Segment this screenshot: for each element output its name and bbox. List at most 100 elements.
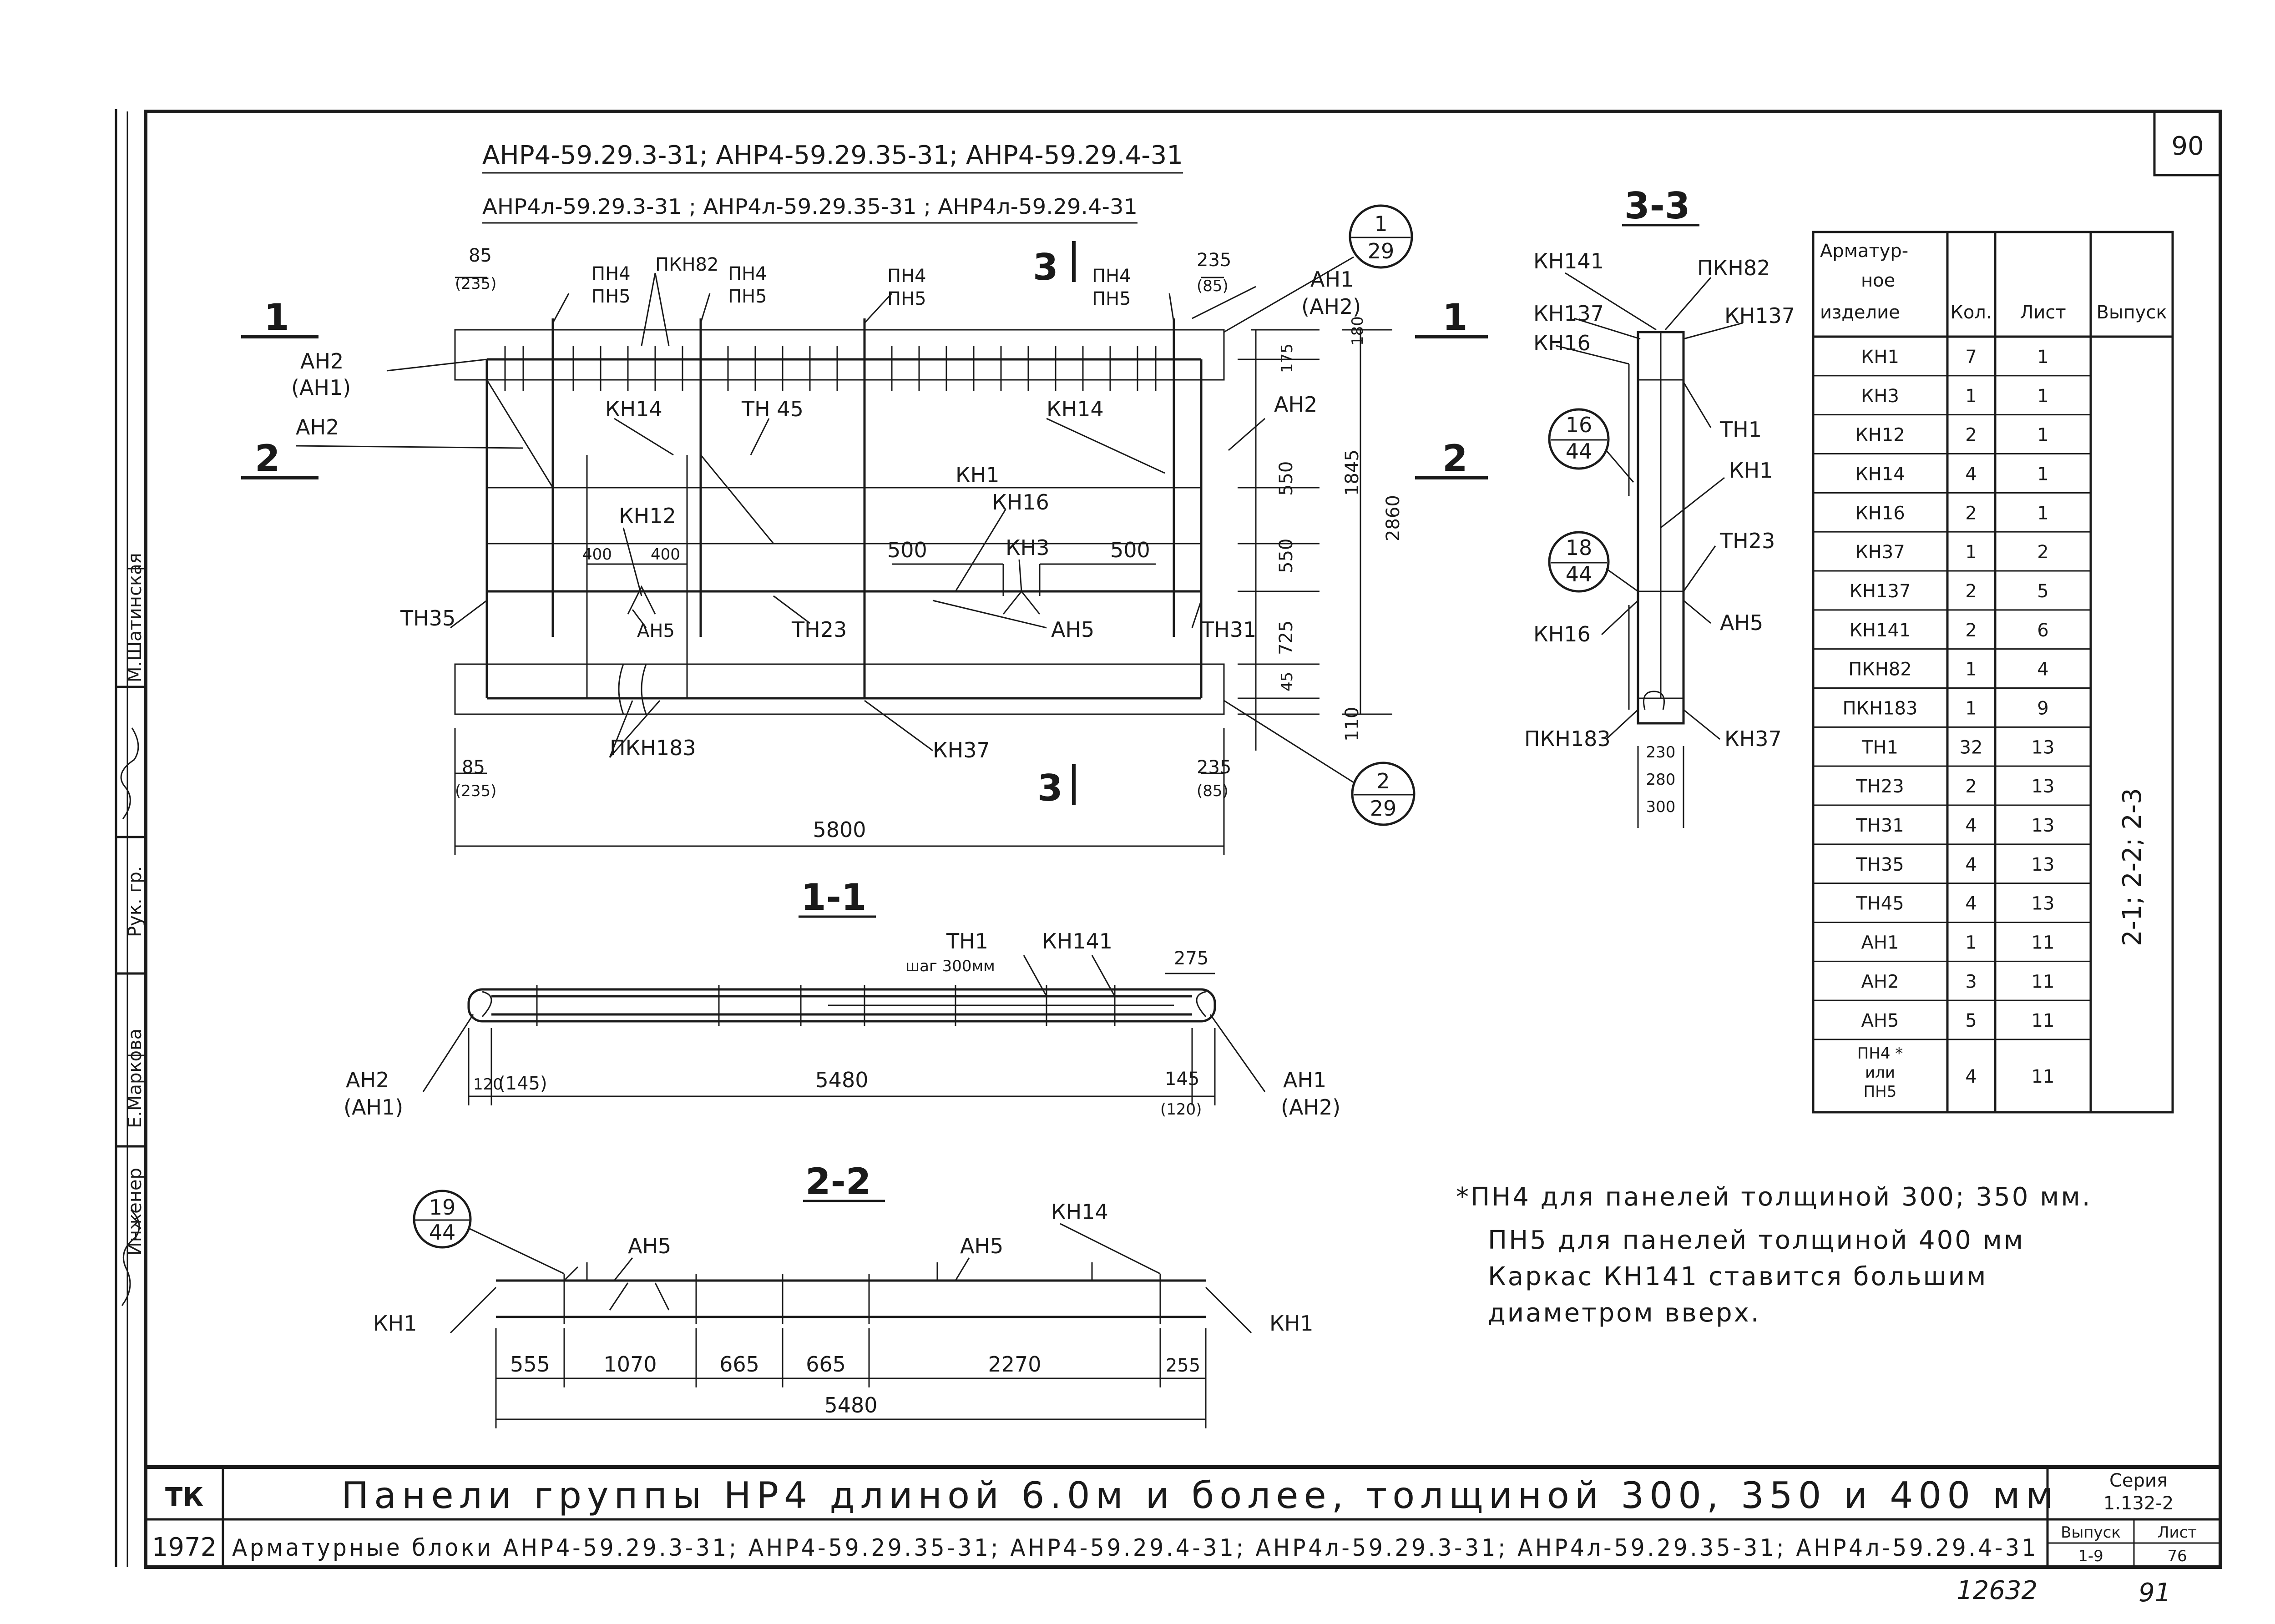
- s33-ref2-den: 44: [1566, 562, 1592, 586]
- issue-label: Выпуск: [2061, 1523, 2121, 1542]
- label-pn5-3: ПН5: [887, 288, 926, 309]
- s33-w230: 230: [1646, 743, 1676, 762]
- spec-cell-qty: 2: [1965, 776, 1977, 797]
- section-1-1-title: 1-1: [801, 876, 867, 918]
- dim-85-alt-top: (85): [1197, 277, 1228, 295]
- dim-235-alt-bottom: (235): [455, 782, 496, 800]
- spec-header-qty: Кол.: [1950, 302, 1992, 323]
- side-stamp-role-engineer: Инженер: [125, 1168, 146, 1256]
- s33-w300: 300: [1646, 798, 1676, 816]
- s11-d275: 275: [1174, 948, 1208, 969]
- spec-cell-item: АН1: [1861, 932, 1899, 953]
- s11-d145-alt: (145): [498, 1073, 547, 1094]
- spec-header-sheet: Лист: [2020, 302, 2066, 323]
- label-kn16: КН16: [992, 490, 1049, 514]
- issue-value: 1-9: [2078, 1547, 2103, 1565]
- title-block: [146, 1465, 2220, 1567]
- label-an2-mid: АН2: [296, 415, 339, 439]
- spec-cell-sheet: 13: [2032, 854, 2055, 875]
- side-stamp-role-lead: Рук. гр.: [125, 866, 146, 937]
- stamp-year: 1972: [152, 1533, 217, 1562]
- spec-header-issue: Выпуск: [2097, 302, 2167, 323]
- s33-kn16-b: КН16: [1533, 622, 1591, 646]
- signature-shatinskaya: [120, 727, 139, 819]
- dim-550-b: 550: [1276, 539, 1297, 573]
- label-pn4-1: ПН4: [592, 263, 631, 284]
- spec-cell-qty: 7: [1965, 347, 1977, 368]
- ref-bottom-den: 29: [1370, 796, 1397, 821]
- s33-kn1: КН1: [1729, 458, 1773, 483]
- note-line-3: Каркас КН141 ставится большим: [1488, 1262, 1987, 1291]
- label-an5-right: АН5: [1051, 617, 1094, 642]
- spec-cell-item: КН3: [1861, 386, 1899, 407]
- series-value: 1.132-2: [2103, 1493, 2174, 1514]
- label-kn14-right: КН14: [1046, 397, 1104, 421]
- s22-kn14: КН14: [1051, 1200, 1108, 1224]
- spec-cell-item: КН1: [1861, 347, 1899, 368]
- s11-right-b: (АН2): [1281, 1095, 1340, 1120]
- series-label: Серия: [2109, 1470, 2168, 1491]
- s22-dim-total: 5480: [824, 1393, 877, 1417]
- dim-180: 180: [1349, 316, 1367, 346]
- s11-step: шаг 300мм: [905, 957, 995, 975]
- label-pn4-3: ПН4: [887, 266, 926, 287]
- section-1-1-drawing: [422, 955, 1266, 1105]
- s33-an5: АН5: [1720, 610, 1763, 635]
- spec-cell-item: ПКН183: [1843, 698, 1918, 719]
- label-pn5-4: ПН5: [1092, 288, 1131, 309]
- s33-pkn82: ПКН82: [1697, 256, 1770, 280]
- s33-kn137-b: КН137: [1724, 303, 1795, 328]
- ref-circle-top: [1223, 204, 1413, 333]
- spec-cell-sheet: 13: [2032, 776, 2055, 797]
- spec-header-item-2: ное: [1861, 270, 1895, 291]
- spec-cell-sheet: 1: [2037, 386, 2048, 407]
- spec-cell-sheet: 9: [2037, 698, 2048, 719]
- spec-cell-item: КН16: [1855, 503, 1905, 524]
- s33-tn23: ТН23: [1719, 529, 1775, 553]
- s33-kn37: КН37: [1724, 726, 1782, 751]
- spec-cell-sheet: 5: [2037, 581, 2048, 602]
- dim-235-bottom: 235: [1197, 757, 1231, 778]
- note-line-4: диаметром вверх.: [1488, 1298, 1761, 1328]
- label-kn37: КН37: [933, 738, 990, 762]
- spec-cell-qty: 4: [1965, 893, 1977, 914]
- spec-cell-sheet: 6: [2037, 620, 2048, 641]
- side-stamp-name-shatinskaya: М.Шатинская: [125, 553, 146, 682]
- dim-725: 725: [1276, 620, 1297, 655]
- dim-2860: 2860: [1383, 495, 1404, 541]
- s33-kn137-a: КН137: [1533, 301, 1604, 326]
- label-an5-left: АН5: [637, 620, 675, 641]
- spec-cell-sheet: 11: [2032, 1066, 2055, 1087]
- section-2-2-drawing: [413, 1190, 1252, 1428]
- spec-cell-qty: 2: [1965, 503, 1977, 524]
- spec-cell-item: ТН45: [1855, 893, 1904, 914]
- s33-ref1-den: 44: [1566, 439, 1592, 464]
- label-tn35: ТН35: [400, 606, 455, 630]
- label-kn3: КН3: [1006, 535, 1050, 560]
- label-kn14-left: КН14: [605, 397, 662, 421]
- dim-400-a: 400: [582, 545, 612, 564]
- dim-400-b: 400: [651, 545, 680, 564]
- s22-dim-1070: 1070: [603, 1352, 657, 1377]
- spec-cell-sheet: 11: [2032, 932, 2055, 953]
- spec-cell-item: КН14: [1855, 464, 1905, 484]
- main-dimensions: [454, 277, 1392, 855]
- archive-number: 12632: [1956, 1576, 2037, 1605]
- ref-top-den: 29: [1368, 239, 1395, 263]
- sheet-value: 76: [2167, 1547, 2187, 1565]
- label-an1-right: АН1: [1310, 267, 1354, 292]
- spec-cell-item: ТН35: [1855, 854, 1904, 875]
- s22-dim-255: 255: [1166, 1355, 1200, 1376]
- main-view: [454, 318, 1225, 715]
- ref-bottom-num: 2: [1376, 769, 1390, 793]
- spec-cell-qty: 1: [1965, 932, 1977, 953]
- spec-cell-qty: 4: [1965, 854, 1977, 875]
- s22-kn1-left: КН1: [373, 1311, 417, 1336]
- main-leaders: [295, 272, 1265, 758]
- spec-cell-sheet: 1: [2037, 503, 2048, 524]
- spec-header-item-3: изделие: [1820, 302, 1900, 323]
- cut-2-right: 2: [1442, 437, 1468, 479]
- s22-kn1-right: КН1: [1269, 1311, 1314, 1336]
